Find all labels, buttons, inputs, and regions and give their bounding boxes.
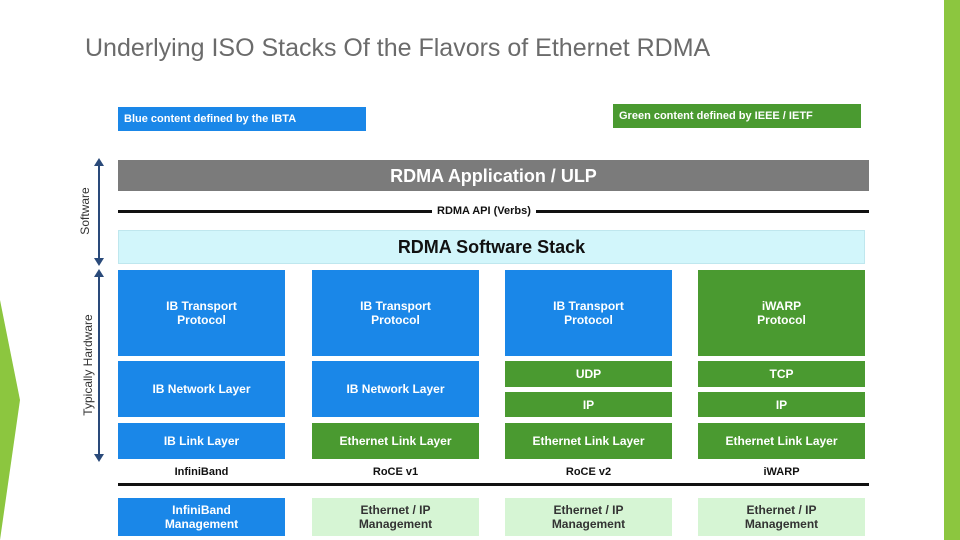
rdma-software-stack: RDMA Software Stack bbox=[118, 230, 865, 264]
col1-transport: IB Transport Protocol bbox=[118, 270, 285, 356]
slide-accent-right bbox=[944, 0, 960, 540]
col4-name: iWARP bbox=[763, 466, 800, 478]
software-label: Software bbox=[78, 187, 92, 235]
col1-network: IB Network Layer bbox=[118, 361, 285, 417]
legend-blue: Blue content defined by the IBTA bbox=[118, 107, 366, 131]
col2-name: RoCE v1 bbox=[372, 466, 419, 478]
col2-link: Ethernet Link Layer bbox=[312, 423, 479, 459]
col1-link: IB Link Layer bbox=[118, 423, 285, 459]
rdma-api-label: RDMA API (Verbs) bbox=[432, 205, 536, 217]
page-title: Underlying ISO Stacks Of the Flavors of … bbox=[85, 34, 711, 62]
slide-accent-left bbox=[0, 300, 20, 540]
col4-tcp: TCP bbox=[698, 361, 865, 387]
software-arrow bbox=[92, 158, 106, 266]
rdma-application-layer: RDMA Application / ULP bbox=[118, 160, 869, 191]
col4-transport: iWARP Protocol bbox=[698, 270, 865, 356]
management-separator bbox=[118, 483, 869, 486]
col1-management: InfiniBand Management bbox=[118, 498, 285, 536]
col4-ip: IP bbox=[698, 392, 865, 417]
col3-name: RoCE v2 bbox=[565, 466, 612, 478]
col2-management: Ethernet / IP Management bbox=[312, 498, 479, 536]
hardware-arrow bbox=[92, 269, 106, 462]
col1-name: InfiniBand bbox=[174, 466, 229, 478]
legend-green: Green content defined by IEEE / IETF bbox=[613, 104, 861, 128]
col2-transport: IB Transport Protocol bbox=[312, 270, 479, 356]
col4-link: Ethernet Link Layer bbox=[698, 423, 865, 459]
col4-management: Ethernet / IP Management bbox=[698, 498, 865, 536]
col2-network: IB Network Layer bbox=[312, 361, 479, 417]
col3-ip: IP bbox=[505, 392, 672, 417]
col3-transport: IB Transport Protocol bbox=[505, 270, 672, 356]
col3-management: Ethernet / IP Management bbox=[505, 498, 672, 536]
col3-link: Ethernet Link Layer bbox=[505, 423, 672, 459]
hardware-label: Typically Hardware bbox=[81, 314, 95, 416]
col3-udp: UDP bbox=[505, 361, 672, 387]
